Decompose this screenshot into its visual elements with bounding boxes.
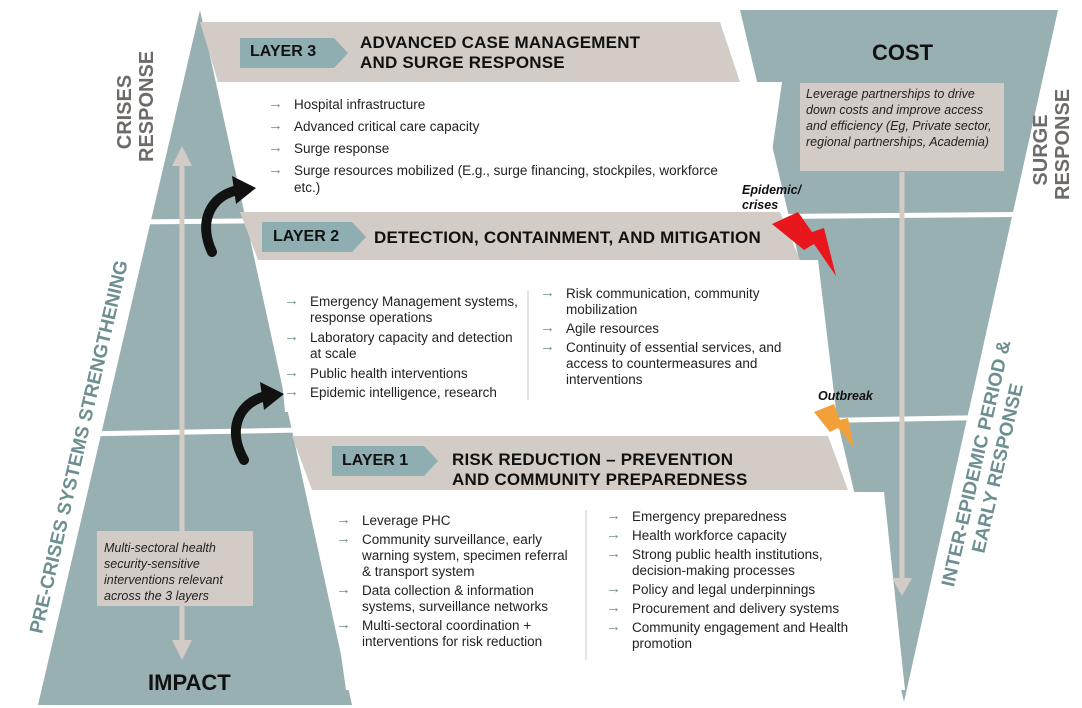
layer1-list-left: Leverage PHC Community surveillance, ear… (336, 512, 576, 658)
crises-response-line2: RESPONSE (136, 50, 158, 162)
list-item: Surge response (268, 139, 718, 157)
list-item: Agile resources (540, 320, 802, 337)
layer1-list-right: Emergency preparedness Health workforce … (606, 508, 872, 660)
outbreak-label: Outbreak (818, 389, 873, 403)
layer1-band (292, 436, 848, 490)
layer3-tag: LAYER 3 (250, 43, 317, 60)
layer2-band (240, 212, 800, 260)
list-item: Risk communication, community mobilizati… (540, 285, 802, 318)
layer3-title-line1: ADVANCED CASE MANAGEMENT (360, 33, 641, 52)
cost-funnel (740, 10, 1058, 702)
list-item: Leverage PHC (336, 512, 576, 529)
cost-note-box (800, 83, 1004, 171)
list-item: Laboratory capacity and detection at sca… (284, 329, 520, 362)
list-item: Health workforce capacity (606, 527, 872, 544)
separator-lower (79, 413, 1071, 437)
surge-response-line1: SURGE (1030, 114, 1052, 186)
list-item: Epidemic intelligence, research (284, 384, 520, 401)
layer1-tag-shape (332, 446, 438, 476)
layer1-tag: LAYER 1 (342, 452, 409, 469)
cost-arrow-head (892, 578, 912, 596)
impact-title: IMPACT (148, 670, 231, 695)
outbreak-lightning-icon (814, 404, 854, 448)
impact-note: Multi-sectoral health security-sensitive… (104, 541, 223, 603)
layer2-list-right: Risk communication, community mobilizati… (540, 285, 802, 396)
list-item: Advanced critical care capacity (268, 117, 718, 135)
list-item: Strong public health institutions, decis… (606, 546, 872, 579)
layer1-title-line2: AND COMMUNITY PREPAREDNESS (452, 470, 748, 489)
surge-response-line2: RESPONSE (1052, 88, 1074, 200)
impact-arrow-head-up (172, 146, 192, 166)
list-item: Emergency preparedness (606, 508, 872, 525)
layer2-tag: LAYER 2 (273, 228, 340, 245)
crises-response-label: CRISES RESPONSE (114, 50, 158, 162)
impact-note-box (97, 531, 253, 606)
layer3-title: ADVANCED CASE MANAGEMENT AND SURGE RESPO… (360, 33, 640, 73)
list-item: Multi-sectoral coordination + interventi… (336, 617, 576, 650)
list-item: Continuity of essential services, and ac… (540, 339, 802, 388)
layer1-title: RISK REDUCTION – PREVENTION AND COMMUNIT… (452, 450, 748, 490)
list-item: Community surveillance, early warning sy… (336, 531, 576, 580)
curved-arrow-upper-icon (201, 176, 256, 257)
layer1-title-line1: RISK REDUCTION – PREVENTION (452, 450, 734, 469)
layer2-title: DETECTION, CONTAINMENT, AND MITIGATION (374, 228, 761, 247)
epidemic-label: Epidemic/ crises (742, 183, 801, 213)
list-item: Surge resources mobilized (E.g., surge f… (268, 161, 718, 196)
cost-note: Leverage partnerships to drive down cost… (806, 87, 992, 149)
layer2-list-left: Emergency Management systems, response o… (284, 293, 520, 409)
layer2-tag-shape (262, 222, 366, 252)
list-item: Procurement and delivery systems (606, 600, 872, 617)
list-item: Policy and legal underpinnings (606, 581, 872, 598)
list-item: Community engagement and Health promotio… (606, 619, 872, 652)
list-item: Public health interventions (284, 365, 520, 382)
list-item: Hospital infrastructure (268, 95, 718, 113)
list-item: Emergency Management systems, response o… (284, 293, 520, 326)
surge-response-label: SURGE RESPONSE (1030, 88, 1074, 200)
epidemic-label-line1: Epidemic/ (742, 183, 802, 197)
epidemic-lightning-icon (772, 212, 836, 276)
layer3-band (200, 22, 740, 82)
layer3-tag-shape (240, 38, 348, 68)
layer3-title-line2: AND SURGE RESPONSE (360, 53, 565, 72)
layer3-list: Hospital infrastructure Advanced critica… (268, 95, 718, 201)
curved-arrow-lower-icon (230, 382, 284, 465)
impact-arrow-head-down (172, 640, 192, 660)
list-item: Data collection & information systems, s… (336, 582, 576, 615)
cost-title: COST (872, 40, 934, 65)
epidemic-label-line2: crises (742, 198, 779, 212)
crises-response-line1: CRISES (114, 74, 136, 150)
